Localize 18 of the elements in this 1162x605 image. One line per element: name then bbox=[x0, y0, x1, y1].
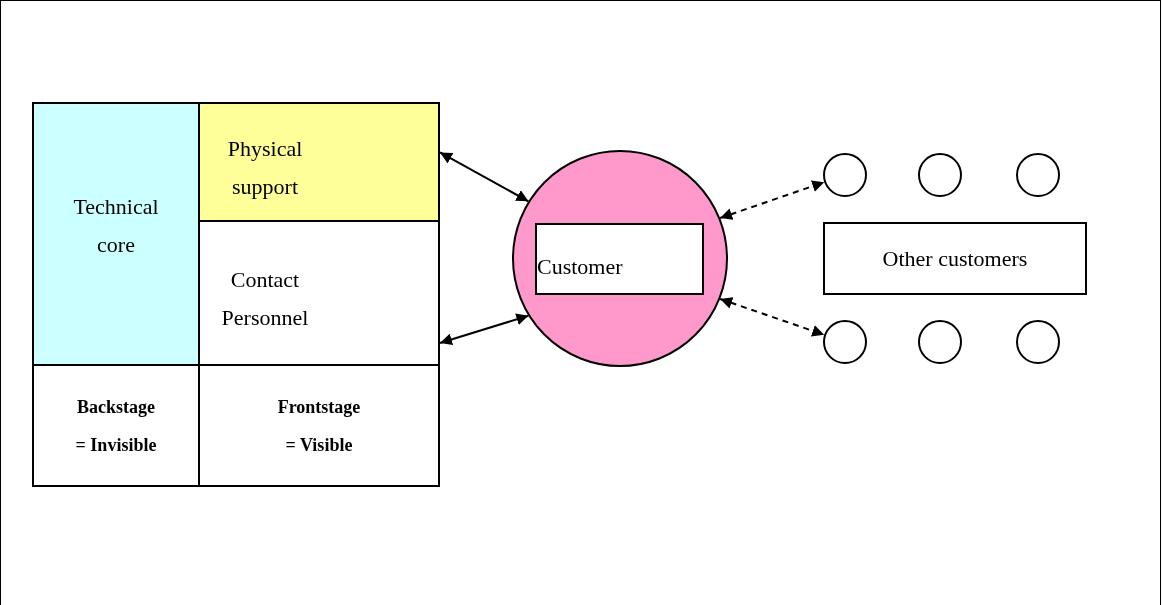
box-text: Customer bbox=[537, 253, 623, 281]
label-box bbox=[200, 102, 440, 222]
arrow bbox=[439, 151, 530, 203]
label-box bbox=[32, 366, 200, 487]
label-box bbox=[823, 222, 1087, 295]
box-text: Technical core bbox=[72, 193, 160, 259]
label-box bbox=[32, 102, 200, 366]
dashed-arrow bbox=[719, 180, 826, 220]
box-text: Frontstage = Visible bbox=[276, 395, 362, 457]
label-box bbox=[200, 222, 440, 366]
label-box bbox=[200, 366, 440, 487]
box-text: Backstage = Invisible bbox=[74, 395, 158, 457]
box-text: Contact Personnel bbox=[220, 266, 310, 332]
box-text: Other customers bbox=[882, 244, 1028, 273]
dashed-arrow bbox=[719, 297, 826, 337]
arrow bbox=[439, 313, 530, 346]
box-text: Physical support bbox=[226, 135, 304, 201]
label-box bbox=[535, 223, 704, 295]
